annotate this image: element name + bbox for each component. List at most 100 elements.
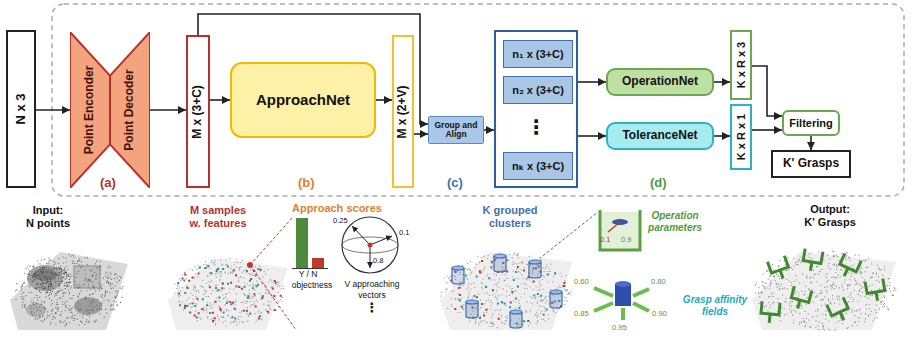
score-value: 0.90 bbox=[652, 310, 667, 319]
point-cloud-dots bbox=[441, 253, 572, 329]
operation-icon bbox=[600, 210, 640, 250]
node-label: OperationNet bbox=[622, 75, 698, 88]
network-box: OperationNet bbox=[606, 68, 714, 96]
input-point-cloud bbox=[10, 252, 128, 330]
caption-text: clusters bbox=[489, 217, 531, 230]
score-value: 0.9 bbox=[621, 236, 631, 245]
flow-arrow bbox=[810, 136, 812, 150]
operation-icon bbox=[608, 222, 620, 232]
flow-arrow bbox=[752, 66, 782, 116]
caption-text: Grasp affinity bbox=[683, 294, 747, 306]
cluster-point-cloud bbox=[440, 252, 572, 330]
flow-arrow bbox=[578, 135, 606, 137]
affinity-icon bbox=[633, 303, 649, 311]
gripper-glyph bbox=[802, 249, 823, 273]
flow-arrow bbox=[752, 129, 782, 131]
process-box: Filtering bbox=[782, 110, 840, 136]
output-box: K' Grasps bbox=[771, 150, 851, 178]
gripper-glyph bbox=[865, 279, 886, 303]
point-cloud-dots bbox=[174, 258, 284, 327]
part-letter: (d) bbox=[650, 176, 667, 191]
rotated-label: K x R x 3 bbox=[735, 42, 747, 88]
trapezoid-outline bbox=[70, 32, 110, 188]
flow-arrow bbox=[714, 135, 730, 137]
magnifier-lines bbox=[535, 212, 598, 262]
cluster-cylinder bbox=[510, 310, 522, 314]
approach-sphere bbox=[342, 217, 398, 273]
approach-sphere bbox=[370, 245, 371, 268]
caption-text: N points bbox=[26, 217, 70, 230]
affinity-icon bbox=[615, 284, 631, 306]
caption-text: Operation bbox=[651, 210, 698, 222]
rotated-label: N x 3 bbox=[14, 93, 28, 124]
point-cloud-dots bbox=[15, 254, 123, 326]
node-label: Group and Align bbox=[429, 121, 483, 140]
magnifier-lines bbox=[250, 265, 296, 330]
pipeline-frame bbox=[52, 4, 904, 196]
cluster-point-cloud bbox=[440, 252, 572, 330]
score-value: 0.1 bbox=[399, 229, 409, 238]
caption-text: K grouped bbox=[483, 204, 538, 217]
node-label: n₂ x (3+C) bbox=[512, 84, 564, 96]
rotated-label: Point Decoder bbox=[123, 69, 136, 150]
caption-text: Output: bbox=[810, 203, 850, 216]
magnifier-lines bbox=[247, 262, 253, 268]
node-label: Filtering bbox=[789, 117, 832, 129]
network-box: ToleranceNet bbox=[606, 122, 714, 150]
score-value: 0.60 bbox=[574, 278, 589, 287]
tensor-box: M x (3+C) bbox=[186, 35, 210, 188]
score-value: 0.25 bbox=[333, 217, 348, 226]
affinity-icon bbox=[615, 281, 631, 287]
flow-arrow bbox=[578, 81, 606, 83]
flow-arrow bbox=[484, 129, 494, 131]
magnifier-lines bbox=[247, 212, 598, 330]
rotated-label: K x R x 1 bbox=[735, 114, 747, 160]
operation-icon bbox=[600, 210, 640, 250]
trapezoid-outline bbox=[110, 32, 150, 188]
cluster-cylinder bbox=[494, 254, 506, 258]
axis-label: objectness bbox=[292, 281, 333, 291]
rotated-label: Point Enconder bbox=[83, 66, 96, 155]
approach-sphere bbox=[368, 243, 373, 248]
process-box: Group and Align bbox=[428, 116, 484, 144]
affinity-icon bbox=[594, 303, 613, 311]
score-value: 0.80 bbox=[651, 278, 666, 287]
point-cloud-dots bbox=[450, 260, 565, 322]
flow-arrow bbox=[210, 99, 230, 101]
gripper-glyph bbox=[836, 253, 861, 280]
node-label: K' Grasps bbox=[783, 157, 839, 170]
cluster-cylinder bbox=[529, 260, 541, 264]
axis-label: Y / N bbox=[299, 270, 318, 280]
node-label: n₁ x (3+C) bbox=[512, 48, 563, 60]
point-cloud-dots bbox=[178, 269, 282, 322]
caption-text: w. features bbox=[189, 217, 246, 230]
flow-arrow bbox=[376, 99, 392, 101]
part-letter: (a) bbox=[100, 176, 116, 191]
gripper-glyph bbox=[789, 286, 812, 311]
flow-arrow bbox=[36, 109, 70, 111]
flow-arrow bbox=[714, 81, 730, 83]
cluster-box: n₁ x (3+C) bbox=[503, 40, 573, 68]
objectness-bars bbox=[312, 258, 324, 268]
cluster-box: nₖ x (3+C) bbox=[503, 152, 573, 180]
caption-text: M samples bbox=[190, 204, 246, 217]
score-value: 0.95 bbox=[612, 324, 627, 333]
affinity-icon bbox=[594, 288, 613, 296]
caption-text: Input: bbox=[33, 204, 64, 217]
decoder-trapezoid: Point Decoder bbox=[110, 32, 150, 188]
cluster-box: n₂ x (3+C) bbox=[503, 76, 573, 104]
point-cloud-dots bbox=[755, 250, 897, 330]
tensor-box: N x 3 bbox=[6, 30, 36, 188]
part-letter: (c) bbox=[447, 176, 463, 191]
point-cloud-dots bbox=[32, 267, 71, 295]
input-point-cloud bbox=[74, 266, 100, 288]
approach-sphere bbox=[342, 217, 398, 273]
rotated-label: M x (2+V) bbox=[396, 85, 409, 138]
node-label: ⋮ bbox=[496, 112, 576, 142]
encoder-trapezoid: Point Enconder bbox=[70, 32, 110, 188]
cluster-cylinder bbox=[466, 300, 478, 304]
input-point-cloud bbox=[10, 252, 128, 330]
operation-icon bbox=[600, 212, 640, 250]
caption-text: Approach scores bbox=[292, 202, 382, 215]
